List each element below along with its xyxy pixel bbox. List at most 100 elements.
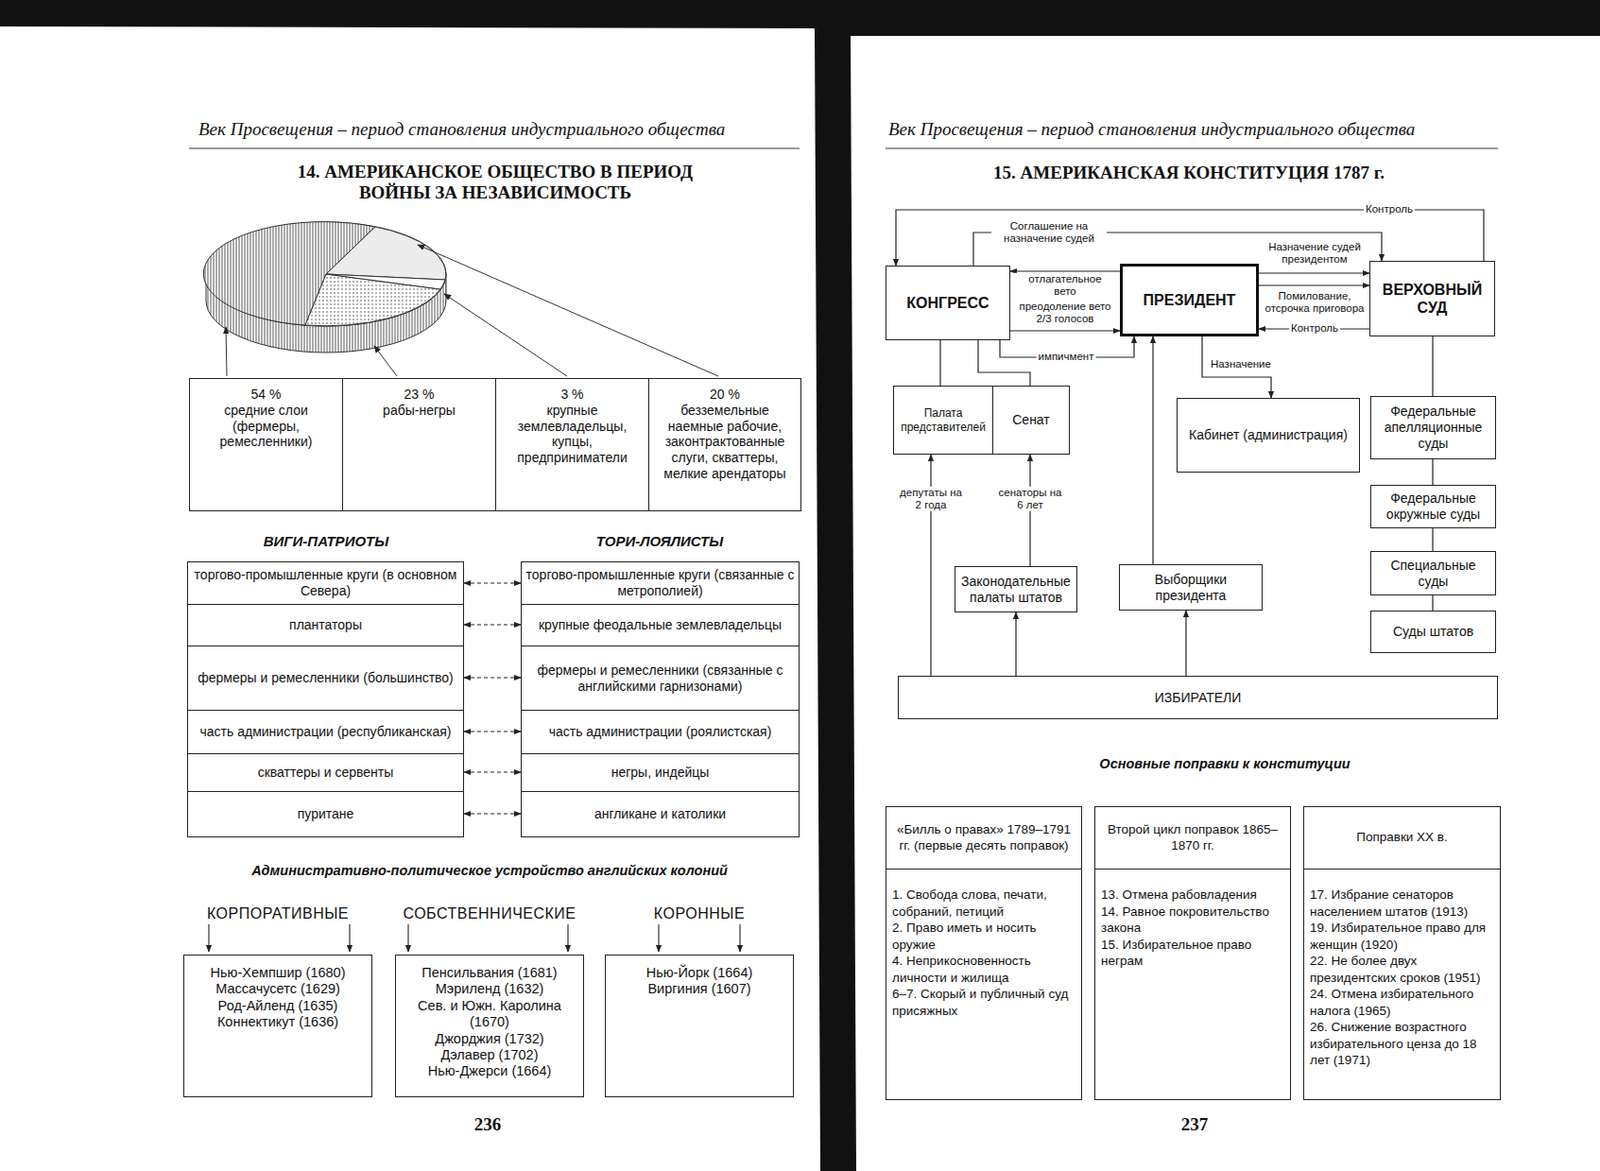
running-header: Век Просвещения – период становления инд… xyxy=(198,119,725,140)
column-heading: ВИГИ-ПАТРИОТЫ xyxy=(263,533,390,550)
party-row: торгово-промышленные круги (в основном С… xyxy=(187,561,465,605)
heading-arrow xyxy=(348,924,350,952)
connector xyxy=(464,812,521,814)
amendment-item: 19. Избирательное право для женщин (1920… xyxy=(1304,919,1500,953)
box-text: фермеры и ремесленники (связанные с англ… xyxy=(525,662,795,695)
party-row: крупные феодальные землевладельцы xyxy=(520,603,800,647)
box-text: Федеральные окружные суды xyxy=(1375,490,1492,523)
branch-box: ВЕРХОВНЫЙ СУД xyxy=(1369,260,1496,337)
connector-label: сенаторы на 6 лет xyxy=(994,486,1067,512)
chamber-box: Палата представителей xyxy=(893,385,994,455)
column-heading: ТОРИ-ЛОЯЛИСТЫ xyxy=(596,533,723,550)
party-row: англикане и католики xyxy=(520,791,800,838)
branch-box: ПРЕЗИДЕНТ xyxy=(1119,263,1259,337)
group-name: безземельные наемные рабочие, законтракт… xyxy=(653,402,797,482)
amendment-item: 15. Избирательное право неграм xyxy=(1095,936,1291,970)
connector xyxy=(1431,595,1433,611)
box-text: Сенат xyxy=(997,412,1066,429)
section-heading: Административно-политическое устройство … xyxy=(251,862,728,878)
connector xyxy=(1152,336,1153,565)
box-text: Законодательные палаты штатов xyxy=(959,573,1073,606)
colony-name: Массачусетс (1629) xyxy=(188,980,368,998)
branch-box: КОНГРЕСС xyxy=(885,265,1011,341)
amendment-item: 6–7. Скорый и публичный суд присяжных xyxy=(886,985,1082,1019)
page-number: 237 xyxy=(1181,1114,1209,1136)
connector xyxy=(939,340,941,386)
institution-box: Федеральные апелляционные суды xyxy=(1370,395,1497,460)
box-text: Палата представителей xyxy=(895,406,991,434)
amendment-item: 22. Не более двух президентских сроков (… xyxy=(1304,952,1500,986)
amendments-column: Второй цикл поправок 1865–1870 гг.13. От… xyxy=(1094,806,1291,1101)
colony-box: СОБСТВЕННИЧЕСКИЕПенсильвания (1681)Мэрил… xyxy=(395,954,585,1098)
box-text: ВЕРХОВНЫЙ СУД xyxy=(1374,280,1491,317)
institution-box: Федеральные окружные суды xyxy=(1370,484,1497,529)
connector xyxy=(464,582,521,584)
binding-shadow xyxy=(0,0,1600,36)
box-text: скваттеры и сервенты xyxy=(191,764,460,781)
connector-label: Помилование, отсрочка приговора xyxy=(1260,290,1369,315)
colony-name: Род-Айленд (1635) xyxy=(188,997,368,1015)
header-rule xyxy=(189,147,800,149)
percent-value: 20 % xyxy=(653,386,797,403)
connector xyxy=(1431,528,1433,551)
percent-cell: 23 %рабы-негры xyxy=(342,378,497,512)
box-text: часть администрации (роялистская) xyxy=(525,723,795,740)
institution-box: Суды штатов xyxy=(1370,610,1497,654)
connector xyxy=(464,730,521,732)
group-heading: СОБСТВЕННИЧЕСКИЕ xyxy=(377,904,603,923)
institution-box: Сенат xyxy=(992,385,1070,455)
header-rule xyxy=(885,147,1498,149)
heading-arrow xyxy=(739,924,740,952)
party-row: негры, индейцы xyxy=(520,753,800,792)
connector xyxy=(895,209,1484,266)
party-row: пуритане xyxy=(187,791,465,838)
amendment-item: 14. Равное покровительство закона xyxy=(1095,903,1291,937)
connector-label: Контроль xyxy=(1363,203,1415,216)
percent-cell: 54 %средние слои (фермеры, ремесленники) xyxy=(189,378,344,512)
group-heading: КОРПОРАТИВНЫЕ xyxy=(165,904,391,923)
colony-name: Дэлавер (1702) xyxy=(399,1047,580,1064)
connector xyxy=(1431,336,1433,396)
box-text: Федеральные апелляционные суды xyxy=(1375,403,1492,451)
heading-arrow xyxy=(567,924,568,952)
party-row: фермеры и ремесленники (большинство) xyxy=(187,645,465,711)
connector xyxy=(464,623,521,625)
box-text: ПРЕЗИДЕНТ xyxy=(1126,291,1253,310)
heading-arrow xyxy=(208,924,740,952)
box-text: крупные феодальные землевладельцы xyxy=(525,617,795,634)
connector xyxy=(1258,272,1370,274)
box-text: Кабинет (администрация) xyxy=(1181,427,1356,444)
connector-label: Назначение судей президентом xyxy=(1260,240,1369,266)
amendment-item: 17. Избрание сенаторов населением штатов… xyxy=(1304,886,1500,920)
section-heading: Основные поправки к конституции xyxy=(1099,756,1350,772)
amendment-item: 26. Снижение возрастного избирательного … xyxy=(1304,1018,1500,1069)
box-text: КОНГРЕСС xyxy=(890,293,1006,312)
party-row: часть администрации (республиканская) xyxy=(187,709,465,755)
colony-name: Коннектикут (1636) xyxy=(188,1014,368,1031)
running-header: Век Просвещения – период становления инд… xyxy=(888,119,1415,140)
colony-name: Пенсильвания (1681) xyxy=(399,964,580,981)
heading-arrow xyxy=(407,924,409,952)
connector xyxy=(1015,612,1016,676)
connector xyxy=(1010,270,1120,272)
box-text: негры, индейцы xyxy=(525,764,795,781)
institution-box: Законодательные палаты штатов xyxy=(954,566,1078,613)
box-text: Специальные суды xyxy=(1375,557,1492,590)
institution-box: Специальные суды xyxy=(1370,550,1497,596)
leader-line xyxy=(225,244,719,377)
connector xyxy=(978,340,1031,386)
institution-box: Выборщики президента xyxy=(1118,564,1263,611)
amendment-item: 1. Свобода слова, печати, собраний, пети… xyxy=(886,886,1082,920)
percent-value: 23 % xyxy=(346,386,492,403)
party-row: плантаторы xyxy=(187,603,465,647)
group-name: крупные землевладельцы, купцы, предприни… xyxy=(499,402,645,466)
binding-shadow xyxy=(814,28,857,1171)
leader-line xyxy=(417,244,719,377)
amendment-item: 2. Право иметь и носить оружие xyxy=(886,919,1082,953)
leader-line xyxy=(374,345,397,377)
box-text: англикане и католики xyxy=(525,806,795,823)
box-text: торгово-промышленные круги (связанные с … xyxy=(525,567,795,600)
connector xyxy=(1185,610,1187,676)
